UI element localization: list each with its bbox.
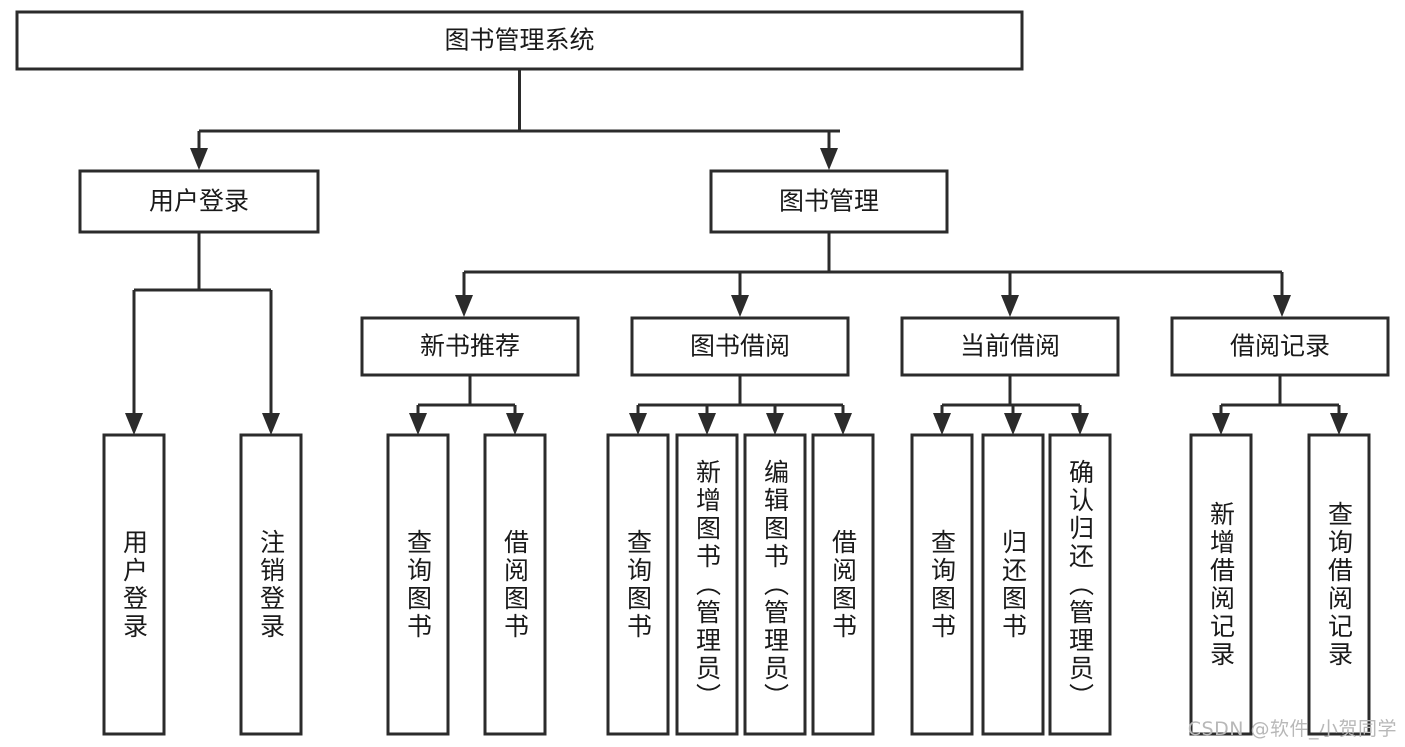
arrow-head-icon <box>1004 413 1022 435</box>
node-box-leaf[interactable] <box>102 433 166 736</box>
arrow-head-icon <box>409 413 427 435</box>
node-boxes-layer <box>15 10 1390 736</box>
node-box-leaf[interactable] <box>910 433 974 736</box>
node-box-leaf[interactable] <box>675 433 739 736</box>
node-box-level2[interactable] <box>78 169 320 234</box>
node-box-leaf[interactable] <box>981 433 1045 736</box>
node-box-root[interactable] <box>15 10 1024 71</box>
arrow-head-icon <box>1330 413 1348 435</box>
node-box-leaf[interactable] <box>483 433 547 736</box>
arrow-head-icon <box>1273 295 1291 317</box>
node-label: 图书管理 <box>779 187 879 216</box>
arrow-head-icon <box>933 413 951 435</box>
node-label: 用户登录 <box>149 187 249 216</box>
node-label: 当前借阅 <box>960 332 1060 361</box>
node-label: 新书推荐 <box>420 332 520 361</box>
arrow-head-icon <box>190 148 208 170</box>
node-box-leaf[interactable] <box>239 433 303 736</box>
arrow-head-icon <box>698 413 716 435</box>
arrow-head-icon <box>731 295 749 317</box>
node-label: 图书借阅 <box>690 332 790 361</box>
node-box-leaf[interactable] <box>386 433 450 736</box>
arrow-head-icon <box>1071 413 1089 435</box>
node-box-leaf[interactable] <box>1189 433 1253 736</box>
arrow-head-icon <box>262 413 280 435</box>
arrowheads-layer <box>125 148 1348 435</box>
arrow-head-icon <box>1001 295 1019 317</box>
watermark-text: CSDN @软件_小贺同学 <box>1187 718 1397 740</box>
node-box-level3[interactable] <box>900 316 1120 377</box>
arrow-head-icon <box>1212 413 1230 435</box>
node-box-leaf[interactable] <box>606 433 670 736</box>
arrow-head-icon <box>820 148 838 170</box>
arrow-head-icon <box>766 413 784 435</box>
node-box-leaf[interactable] <box>1307 433 1371 736</box>
arrow-head-icon <box>125 413 143 435</box>
node-box-leaf[interactable] <box>1048 433 1112 736</box>
node-box-level3[interactable] <box>360 316 580 377</box>
arrow-head-icon <box>506 413 524 435</box>
arrow-head-icon <box>629 413 647 435</box>
node-label: 图书管理系统 <box>444 26 594 55</box>
node-box-leaf[interactable] <box>743 433 807 736</box>
node-box-level3[interactable] <box>1170 316 1390 377</box>
arrow-head-icon <box>834 413 852 435</box>
node-box-level3[interactable] <box>630 316 850 377</box>
node-box-level2[interactable] <box>709 169 949 234</box>
arrow-head-icon <box>455 295 473 317</box>
node-label: 借阅记录 <box>1230 332 1330 361</box>
node-box-leaf[interactable] <box>811 433 875 736</box>
